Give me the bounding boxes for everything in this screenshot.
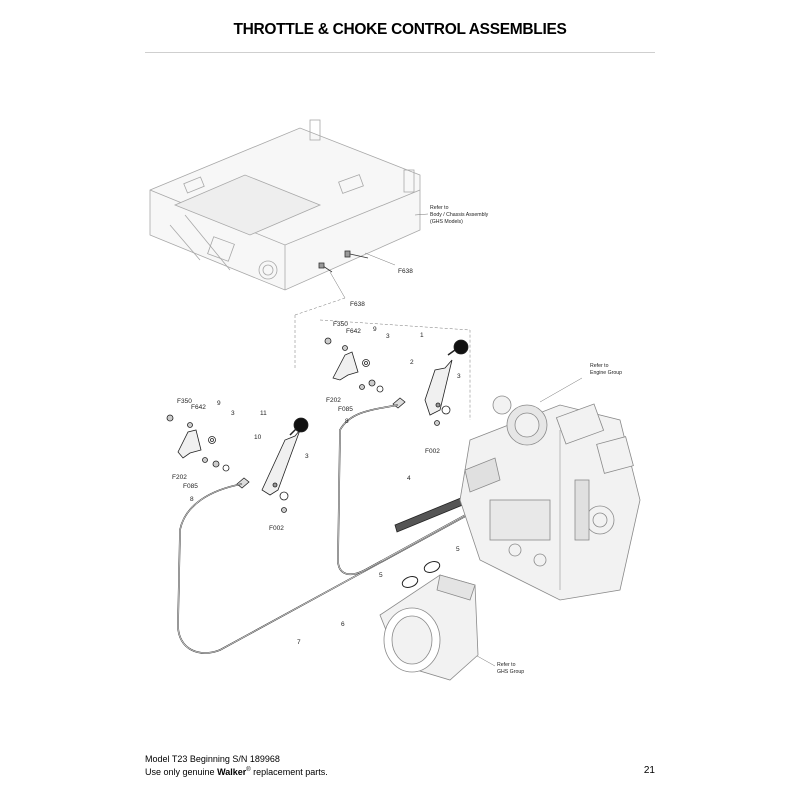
choke-control-assembly: [324, 337, 469, 426]
callout-7: 7: [297, 639, 301, 646]
callout-f085: F085: [183, 483, 198, 490]
ref-body-line2: Body / Chassis Assembly: [430, 212, 489, 218]
page-title: THROTTLE & CHOKE CONTROL ASSEMBLIES: [233, 21, 567, 38]
ref-engine-line2: Engine Group: [590, 370, 622, 376]
callout-9: 9: [217, 400, 221, 407]
footer-model: Model T23 Beginning S/N 189968: [145, 754, 280, 764]
callout-f002: F002: [269, 525, 284, 532]
callout-1: 1: [420, 332, 424, 339]
callout-4: 4: [407, 475, 411, 482]
callout-2: 2: [410, 359, 414, 366]
bolt-f638: [318, 250, 369, 273]
ref-ghs-line1: Refer to: [497, 662, 516, 668]
callout-f085: F085: [338, 406, 353, 413]
callout-3: 3: [457, 373, 461, 380]
engine-group: [459, 395, 641, 601]
callout-f350: F350: [333, 321, 348, 328]
footer-notice: Use only genuine Walker® replacement par…: [145, 767, 328, 777]
callout-8: 8: [190, 496, 194, 503]
ref-engine-line1: Refer to: [590, 363, 609, 369]
callout-5: 5: [456, 546, 460, 553]
hose-clamps: [401, 561, 441, 588]
callout-f638: F638: [350, 301, 365, 308]
callout-f350: F350: [177, 398, 192, 405]
callout-f202: F202: [172, 474, 187, 481]
callout-11: 11: [260, 410, 267, 417]
callout-9: 9: [373, 326, 377, 333]
page-number: 21: [643, 765, 655, 776]
callout-f642: F642: [346, 328, 361, 335]
callout-3: 3: [231, 410, 235, 417]
chassis-assembly: [149, 119, 421, 291]
callout-6: 6: [341, 621, 345, 628]
callout-f002: F002: [425, 448, 440, 455]
ref-ghs-line2: GHS Group: [497, 669, 524, 675]
throttle-control-assembly: [166, 414, 309, 513]
control-cables: [177, 404, 576, 654]
reference-notes: Refer to Body / Chassis Assembly (GHS Mo…: [430, 205, 622, 675]
callout-f642: F642: [191, 404, 206, 411]
cable-sleeve: [394, 494, 471, 533]
footer: Model T23 Beginning S/N 189968 Use only …: [145, 754, 328, 778]
callout-8: 8: [345, 418, 349, 425]
callout-f638: F638: [398, 268, 413, 275]
ghs-duct: [379, 574, 479, 681]
title-divider: [145, 52, 655, 53]
callout-3: 3: [386, 333, 390, 340]
brand-name: Walker: [217, 767, 247, 777]
callouts: 1 2 3 3 3 3 4 5 5 6 7 8 8 9 9 10 11 F350…: [172, 268, 461, 646]
callout-3: 3: [305, 453, 309, 460]
ref-body-line3: (GHS Models): [430, 219, 463, 225]
callout-10: 10: [254, 434, 262, 441]
callout-f202: F202: [326, 397, 341, 404]
callout-5: 5: [379, 572, 383, 579]
ref-body-line1: Refer to: [430, 205, 449, 211]
